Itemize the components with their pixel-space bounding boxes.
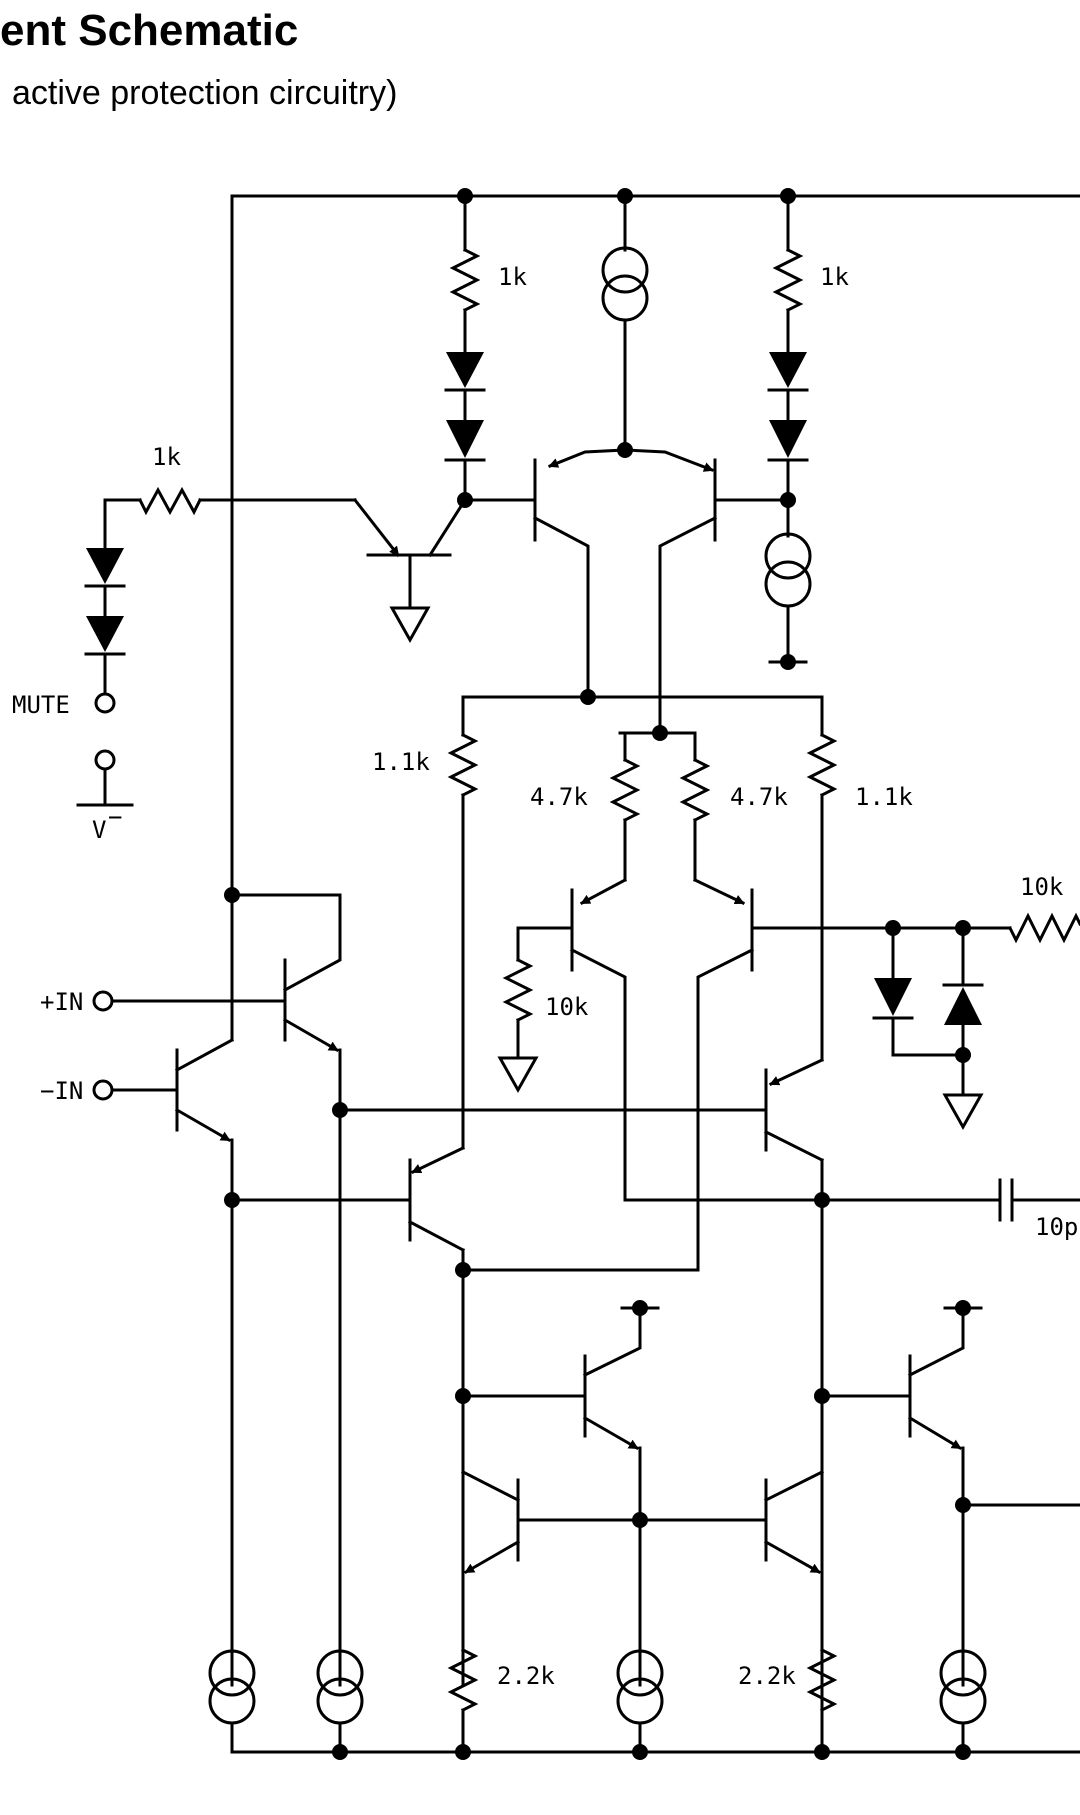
inm-pin-terminal	[92, 1079, 114, 1101]
top-diff-pair	[463, 458, 790, 735]
label-r-bottom-right: 2.2k	[738, 1662, 796, 1690]
diode-top-right-1	[769, 352, 807, 388]
pin-mute-label: MUTE	[12, 691, 70, 719]
resistor-out	[1007, 912, 1080, 944]
diode-mute-2	[86, 616, 124, 652]
label-r-mid-right: 1.1k	[855, 783, 913, 811]
label-r-diff-left: 4.7k	[530, 783, 588, 811]
resistor-top-right	[772, 247, 804, 313]
label-r-bottom-left: 2.2k	[497, 1662, 555, 1690]
resistor-top-left	[449, 247, 481, 313]
label-r-diff-right: 4.7k	[730, 783, 788, 811]
top-rail	[230, 194, 1080, 1042]
second-stage	[407, 1058, 1080, 1754]
resistor-mute	[137, 486, 203, 516]
label-cap: 10p	[1035, 1213, 1078, 1241]
diode-clamp-2	[944, 987, 982, 1025]
resistor-mid-right	[806, 732, 838, 798]
label-r-top-right: 1k	[820, 263, 849, 291]
schematic-title: ent Schematic	[0, 6, 299, 55]
resistor-bottom-left	[447, 1647, 479, 1713]
ground-clamp	[942, 1093, 984, 1131]
top-left-branch	[444, 194, 486, 502]
mute-branch	[76, 486, 468, 807]
resistor-diff-right	[679, 757, 711, 823]
resistor-bottom-right	[806, 1647, 838, 1713]
diode-top-left-1	[446, 352, 484, 388]
top-center-source	[548, 194, 714, 472]
middle-network	[447, 695, 1012, 1272]
diode-top-right-2	[769, 420, 807, 458]
diode-mute-1	[86, 548, 124, 584]
label-r-out: 10k	[1020, 873, 1064, 901]
output-clamp	[872, 912, 1080, 1131]
pin-inm-label: −IN	[40, 1077, 83, 1105]
ground-mute	[389, 606, 431, 644]
schematic-subtitle: active protection circuitry)	[12, 74, 398, 112]
vminus-pin-terminal	[94, 749, 116, 771]
ground-bias	[497, 1056, 539, 1094]
mute-pin-terminal	[94, 692, 116, 714]
pin-vminus-sup: −	[108, 803, 122, 831]
label-r-top-left: 1k	[498, 263, 527, 291]
bottom-sources	[208, 1649, 987, 1754]
top-right-branch	[764, 194, 812, 664]
resistor-bias	[502, 957, 534, 1023]
resistor-diff-left	[609, 757, 641, 823]
label-r-bias: 10k	[545, 993, 589, 1021]
diode-top-left-2	[446, 420, 484, 458]
input-stage	[92, 893, 768, 1687]
pin-inp-label: +IN	[40, 988, 83, 1016]
pin-vminus-label: V	[92, 816, 106, 844]
junction-dots	[224, 188, 971, 1760]
label-r-mid-left: 1.1k	[372, 748, 430, 776]
diode-clamp-1	[874, 978, 912, 1016]
label-r-mute: 1k	[152, 443, 181, 471]
resistor-mid-left	[447, 732, 479, 798]
inp-pin-terminal	[92, 990, 114, 1012]
